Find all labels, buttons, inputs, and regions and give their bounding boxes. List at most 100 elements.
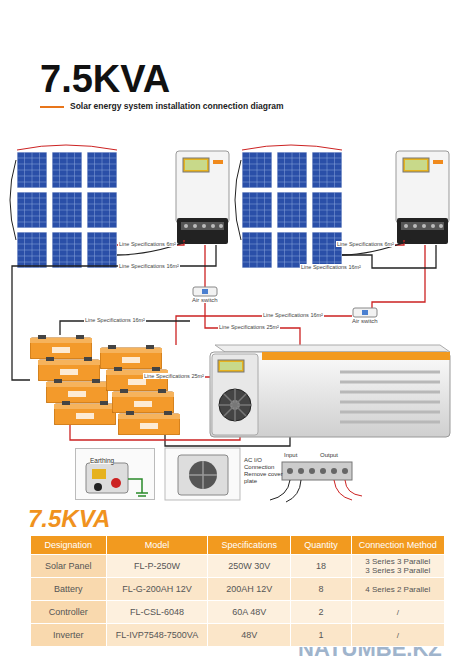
terminal [111,478,121,488]
solar-array-part [312,192,342,228]
wires-part [117,240,192,255]
table-cell: / [351,601,444,624]
wire-label: Line Specifications 6m² [118,241,177,247]
cell-text: 2 [294,607,347,617]
inverter-part [219,389,251,421]
table-cell: 8 [291,578,351,601]
table-cell: / [351,624,444,647]
wires-part [176,316,352,345]
inverter-part [340,372,440,422]
table-cell: 4 Series 2 Parallel [351,578,444,601]
ac-io-inset [165,448,240,500]
table-cell: Inverter [31,624,107,647]
panel-wires-part [17,145,117,150]
battery-bank-part [118,411,180,435]
switch-lever [202,289,208,294]
solar-array-part [17,192,47,228]
panel-wires-part [235,160,241,240]
table-cell: FL-IVP7548-7500VA [106,624,208,647]
wires-part [205,300,300,350]
cell-text: Controller [34,607,103,617]
cell-text: 8 [294,584,347,594]
inverter-part [210,352,450,437]
inverter [210,345,450,437]
terminal-block-part [334,480,362,500]
header-text: Quantity [294,540,347,550]
cell-text: FL-P-250W [110,561,205,571]
cell-text: 4 Series 2 Parallel [355,585,441,594]
ac-io-inset-part [165,448,240,500]
table-cell: 18 [291,555,351,578]
table-cell: Battery [31,578,107,601]
panel-wires-part [242,145,342,150]
solar-array-part [17,152,47,188]
terminal-block-part [270,480,301,502]
spec-table: DesignationModelSpecificationsQuantityCo… [30,535,445,647]
wire-label: Line Specifications 25m² [218,324,280,330]
solar-array-part [87,192,117,228]
table-row: ControllerFL-CSL-604860A 48V2/ [31,601,445,624]
header-cell: Specifications [208,536,291,555]
terminal [94,483,102,491]
battery-bank-part [54,401,116,425]
table-cell: 200AH 12V [208,578,291,601]
solar-array-part [87,232,117,268]
inverter-part [220,362,242,370]
solar-array-part [312,232,342,268]
terminal-block-part [342,468,348,474]
terminal-block-part [282,462,352,480]
solar-array-part [242,232,272,268]
inverter-part [219,389,251,421]
charge-controller [396,151,449,244]
battery-bank-part [100,345,162,369]
wire-label: Line Specifications 16m² [262,312,324,318]
inset-note: AC I/O Connection Remove cover plate [244,457,290,485]
terminal-block-part [309,468,315,474]
wires-part [12,245,216,380]
earthing-inset: Earthing [75,448,155,500]
solar-array-part [17,232,47,268]
wire-label: Line Specifications 25m² [143,373,205,379]
header-cell: Model [106,536,208,555]
cell-text: FL-G-200AH 12V [110,584,205,594]
table-row: Solar PanelFL-P-250W 250W 30V 18 3 Series 3… [31,555,445,578]
inverter-part [218,360,244,372]
housing [86,463,128,493]
terminal-block [270,462,362,502]
header-text: Specifications [211,540,287,550]
cell-text: 60A 48V [211,607,287,617]
cell-text: 250W 30V [211,561,287,571]
panel-wires-part [10,160,16,240]
terminal-label: Output [320,452,338,459]
cell-text: FL-IVP7548-7500VA [110,630,205,640]
ac-io-inset-part [178,455,228,495]
cell-text: 48V [211,630,287,640]
table-title: 7.5KVA [28,505,110,533]
wire-label: Line Specifications 16m² [118,263,180,269]
table-cell: 250W 30V [208,555,291,578]
inset-label: Earthing [90,457,114,464]
solar-array-part [277,232,307,268]
switch-label: Air switch [352,318,378,324]
table-cell: Solar Panel [31,555,107,578]
table-cell: FL-P-250W [106,555,208,578]
inverter-part [215,345,450,352]
cell-text: 3 Series 3 Parallel [355,566,441,575]
terminal-block-part [320,468,326,474]
terminal-block-part [331,468,337,474]
table-cell: 60A 48V [208,601,291,624]
wire-label: Line Specifications 16m² [300,264,362,270]
table-row: BatteryFL-G-200AH 12V200AH 12V8 4 Series … [31,578,445,601]
table-cell: 1 [291,624,351,647]
table-cell: Controller [31,601,107,624]
solar-array-part [52,152,82,188]
display [92,469,106,479]
subtitle: Solar energy system installation connect… [70,102,284,112]
switch-body [353,308,377,317]
battery-bank-part [46,379,108,403]
solar-array-part [52,192,82,228]
solar-array [17,152,117,268]
table-cell: FL-G-200AH 12V [106,578,208,601]
header-text: Model [110,540,205,550]
header-cell: Connection Method [351,536,444,555]
